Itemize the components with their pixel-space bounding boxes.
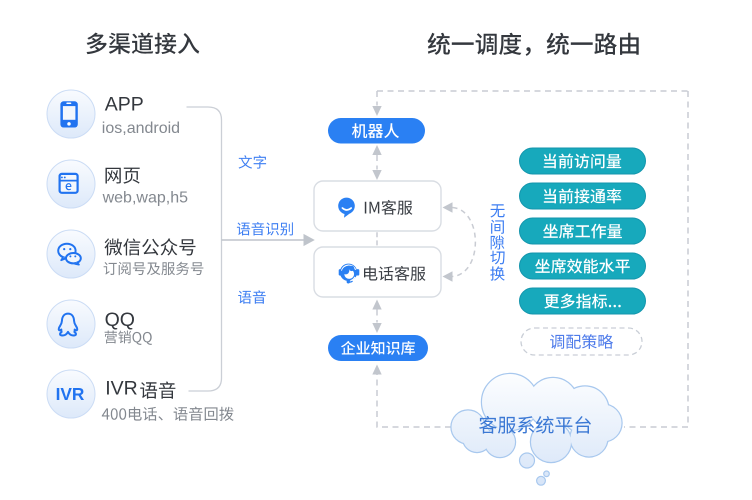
svg-text:IVR: IVR <box>56 384 85 404</box>
svg-text:web,wap,h5: web,wap,h5 <box>102 190 188 207</box>
svg-text:IVR: IVR <box>105 377 138 399</box>
svg-text:QQ: QQ <box>105 309 135 331</box>
svg-text:APP: APP <box>105 93 144 115</box>
svg-text:ios,android: ios,android <box>102 120 180 137</box>
